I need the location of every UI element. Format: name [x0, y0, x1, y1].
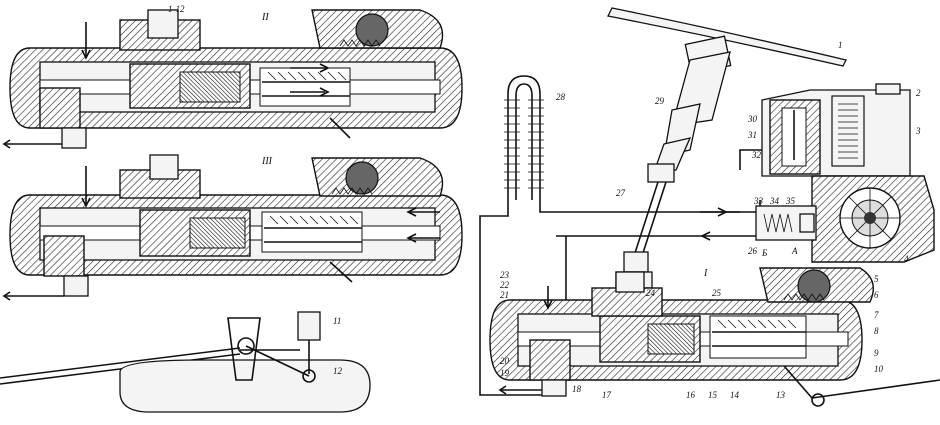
label-29: 29 — [655, 96, 665, 106]
label-31: 31 — [747, 130, 757, 140]
label-32: 32 — [751, 150, 762, 160]
label-17: 17 — [602, 390, 612, 400]
label-26: 26 — [748, 246, 758, 256]
label-6: 6 — [874, 290, 879, 300]
label-16: 16 — [686, 390, 696, 400]
label-22: 22 — [500, 280, 510, 290]
label-2: 2 — [916, 88, 921, 98]
label-35: 35 — [785, 196, 796, 206]
pump-and-reservoir: 2 3 4 30 31 32 33 34 35 26 Б A — [556, 83, 935, 300]
label-25: 25 — [712, 288, 722, 298]
label-8: 8 — [874, 326, 879, 336]
view-label-2: II — [261, 12, 269, 23]
view-label-3: III — [261, 156, 273, 167]
label-30: 30 — [747, 114, 758, 124]
label-21: 21 — [500, 290, 509, 300]
label-24: 24 — [646, 288, 656, 298]
label-3: 3 — [915, 126, 921, 136]
label-27: 27 — [616, 188, 626, 198]
label-5: 5 — [874, 274, 879, 284]
label-10: 10 — [874, 364, 884, 374]
label-13: 13 — [776, 390, 786, 400]
view-1-steering-gear: I 5 6 7 8 9 10 13 14 15 16 17 18 19 20 2… — [489, 267, 940, 407]
label-20: 20 — [500, 356, 510, 366]
label-7: 7 — [874, 310, 879, 320]
label-top-view-ref: 1-12 — [168, 4, 185, 14]
label-4: 4 — [904, 254, 909, 264]
label-12: 12 — [333, 366, 343, 376]
label-b: Б — [761, 248, 768, 258]
label-9: 9 — [874, 348, 879, 358]
label-11: 11 — [333, 316, 341, 326]
view-label-1: I — [703, 268, 708, 279]
label-14: 14 — [730, 390, 740, 400]
label-15: 15 — [708, 390, 718, 400]
label-19: 19 — [500, 368, 510, 378]
label-28: 28 — [556, 92, 566, 102]
view-3-steering-gear: III — [2, 154, 463, 301]
label-18: 18 — [572, 384, 582, 394]
label-1: 1 — [838, 40, 843, 50]
label-23: 23 — [500, 270, 510, 280]
steering-wheel-and-column: 1 29 27 — [607, 7, 847, 289]
view-2-steering-gear: II 1-12 — [2, 4, 463, 149]
label-33: 33 — [753, 196, 764, 206]
label-a: A — [791, 246, 798, 256]
steering-linkage-view: 11 12 — [0, 311, 371, 413]
label-34: 34 — [769, 196, 780, 206]
